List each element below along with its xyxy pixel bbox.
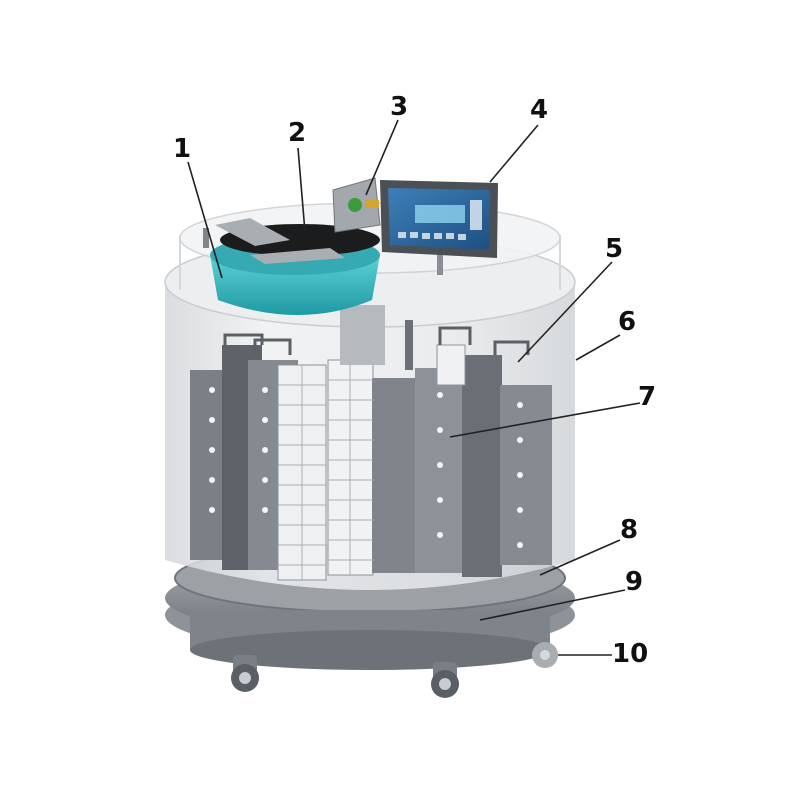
leader-line-9 [479, 589, 626, 621]
leader-line-6 [575, 334, 621, 361]
rack-holes [209, 387, 523, 548]
storage-racks [190, 305, 552, 581]
rack-panel [462, 355, 502, 577]
leader-line-8 [539, 539, 621, 576]
callout-5: 5 [605, 234, 623, 264]
leader-line-7 [449, 402, 641, 438]
callout-10: 10 [612, 639, 648, 669]
leader-line-4 [489, 124, 539, 183]
box-stack [436, 344, 466, 386]
callout-9: 9 [625, 567, 643, 597]
rack-panel [415, 368, 465, 573]
leader-line-2 [297, 147, 306, 233]
center-post [405, 320, 413, 370]
touchscreen-panel [380, 180, 498, 275]
callout-4: 4 [530, 95, 548, 125]
callout-7: 7 [638, 382, 656, 412]
center-column [340, 305, 385, 365]
leader-line-3 [365, 119, 399, 196]
base-bottom [190, 630, 550, 670]
callout-6: 6 [618, 307, 636, 337]
caster-wheel [231, 655, 259, 692]
callout-2: 2 [288, 118, 306, 148]
rack-handles [223, 326, 530, 355]
lid-handle [215, 218, 290, 246]
callout-1: 1 [173, 134, 191, 164]
screen-stand [437, 255, 443, 275]
leader-lines [187, 119, 641, 656]
callout-3: 3 [390, 92, 408, 122]
callout-numbers: 1 2 3 4 5 6 7 8 9 10 [173, 92, 656, 669]
access-port [203, 218, 380, 315]
leader-line-5 [517, 261, 613, 363]
rack-panel [372, 378, 417, 573]
valve-box [332, 177, 381, 233]
callout-8: 8 [620, 515, 638, 545]
caster-wheel [431, 662, 459, 698]
caster-wheel [532, 642, 558, 668]
rack-panel [500, 385, 552, 565]
leader-line-1 [187, 161, 223, 279]
